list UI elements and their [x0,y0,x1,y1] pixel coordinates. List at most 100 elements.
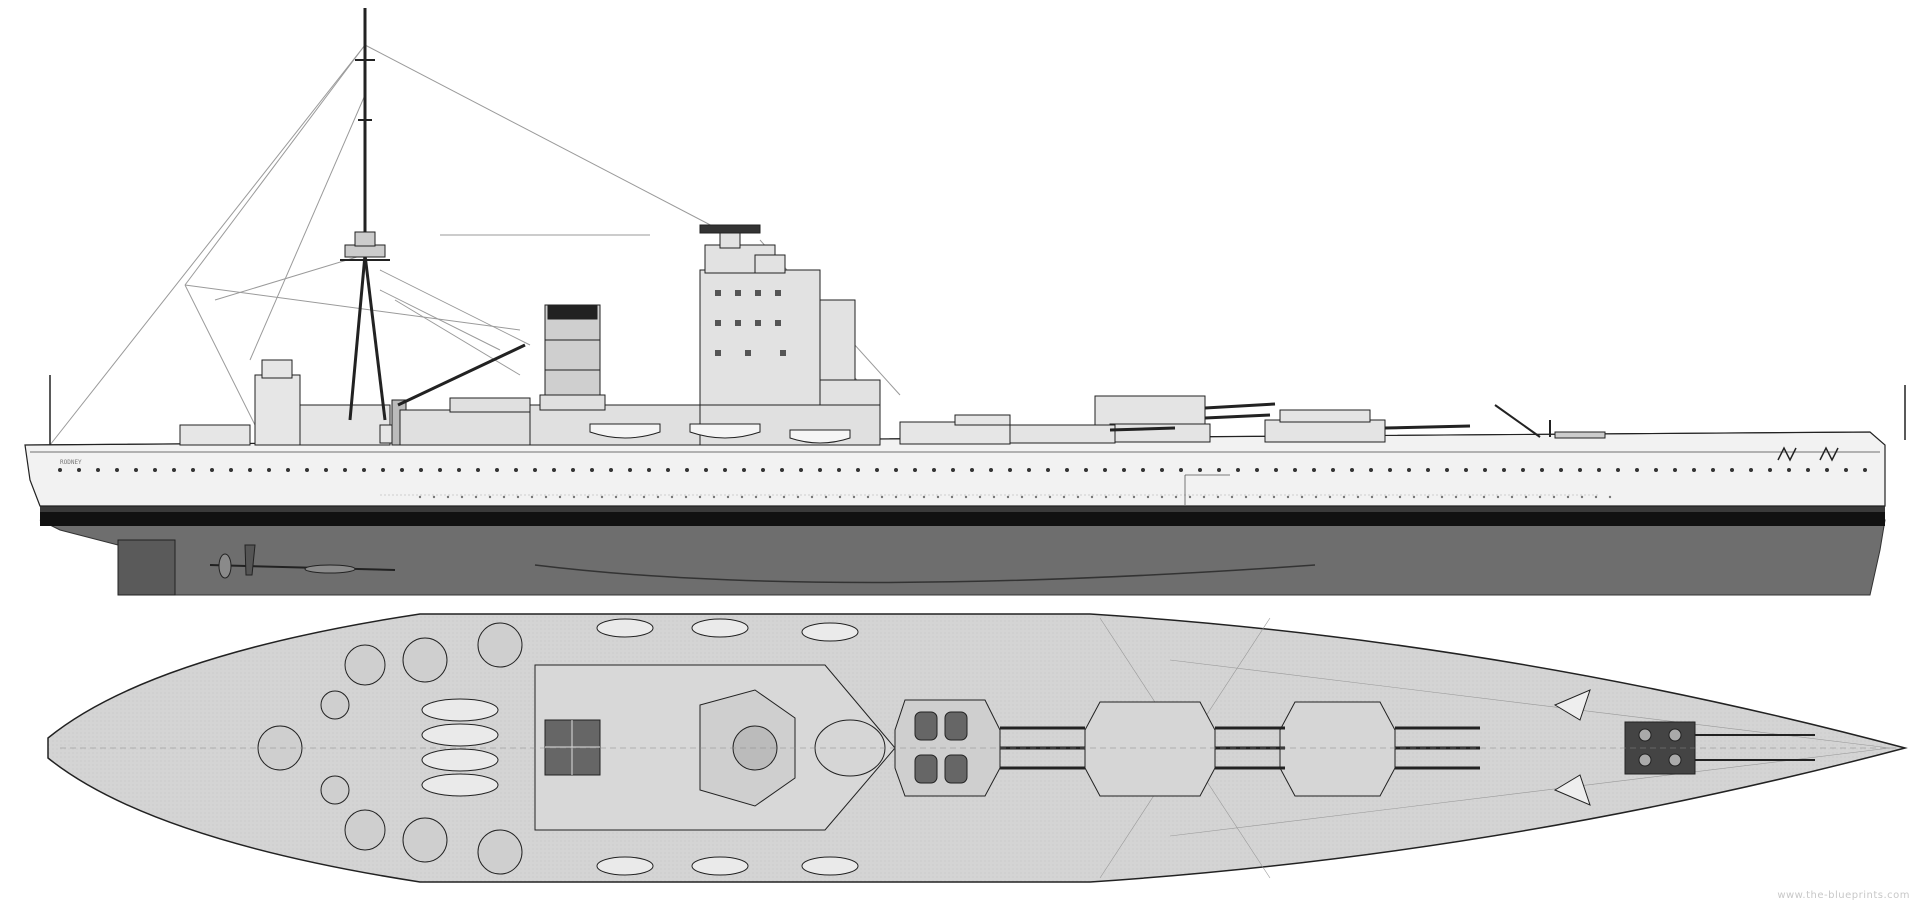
porthole [1540,468,1544,472]
porthole [1806,468,1810,472]
porthole [684,495,688,499]
porthole [824,495,828,499]
porthole [460,495,464,499]
waterline-band [40,512,1885,526]
porthole [1635,468,1639,472]
porthole [1160,495,1164,499]
porthole [1825,468,1829,472]
porthole [936,495,940,499]
porthole [964,495,968,499]
porthole [1412,495,1416,499]
porthole [712,495,716,499]
porthole [1141,468,1145,472]
porthole [446,495,450,499]
aft-superstructure [179,359,421,446]
porthole [1863,468,1867,472]
porthole [1608,495,1612,499]
porthole [1020,495,1024,499]
porthole [754,495,758,499]
porthole [1230,495,1234,499]
porthole [1104,495,1108,499]
porthole [1314,495,1318,499]
porthole [875,468,879,472]
porthole [153,468,157,472]
porthole [343,468,347,472]
porthole [1524,495,1528,499]
porthole [229,468,233,472]
porthole [267,468,271,472]
porthole [1272,495,1276,499]
porthole [768,495,772,499]
forecastle-fittings [1494,404,1606,439]
main-turret-a [1094,395,1276,443]
porthole [1426,495,1430,499]
portholes [58,468,1867,499]
porthole [1198,468,1202,472]
porthole [894,495,898,499]
porthole [740,495,744,499]
porthole [782,495,786,499]
porthole [1202,495,1206,499]
porthole [1597,468,1601,472]
porthole [922,495,926,499]
porthole [419,468,423,472]
porthole [1580,495,1584,499]
porthole [1454,495,1458,499]
porthole [1034,495,1038,499]
porthole [586,495,590,499]
porthole [1502,468,1506,472]
porthole [1594,495,1598,499]
porthole [685,468,689,472]
porthole [742,468,746,472]
porthole [572,495,576,499]
porthole [77,468,81,472]
porthole [908,495,912,499]
porthole [1244,495,1248,499]
porthole [1538,495,1542,499]
porthole [134,468,138,472]
porthole [1179,468,1183,472]
porthole [1566,495,1570,499]
porthole [1122,468,1126,472]
porthole [571,468,575,472]
plan-superstructure [534,664,896,831]
porthole [400,468,404,472]
porthole [457,468,461,472]
porthole [1065,468,1069,472]
plan-secondary-mounts [257,622,523,875]
porthole [286,468,290,472]
porthole [191,468,195,472]
secondary-turrets [899,414,1011,445]
porthole [210,468,214,472]
porthole [1118,495,1122,499]
porthole [533,468,537,472]
porthole [698,495,702,499]
porthole [666,468,670,472]
porthole [172,468,176,472]
porthole [647,468,651,472]
porthole [1521,468,1525,472]
porthole [894,468,898,472]
porthole [58,468,62,472]
porthole [1342,495,1346,499]
porthole [1216,495,1220,499]
porthole [1062,495,1066,499]
porthole [1407,468,1411,472]
porthole [1552,495,1556,499]
porthole [544,495,548,499]
porthole [1217,468,1221,472]
porthole [1255,468,1259,472]
porthole [1673,468,1677,472]
porthole [558,495,562,499]
porthole [1076,495,1080,499]
porthole [796,495,800,499]
porthole [1844,468,1848,472]
propeller-shaft [209,544,396,579]
porthole [488,495,492,499]
porthole [362,468,366,472]
porthole [913,468,917,472]
porthole [1787,468,1791,472]
funnel [539,304,606,411]
porthole [951,468,955,472]
porthole [438,468,442,472]
